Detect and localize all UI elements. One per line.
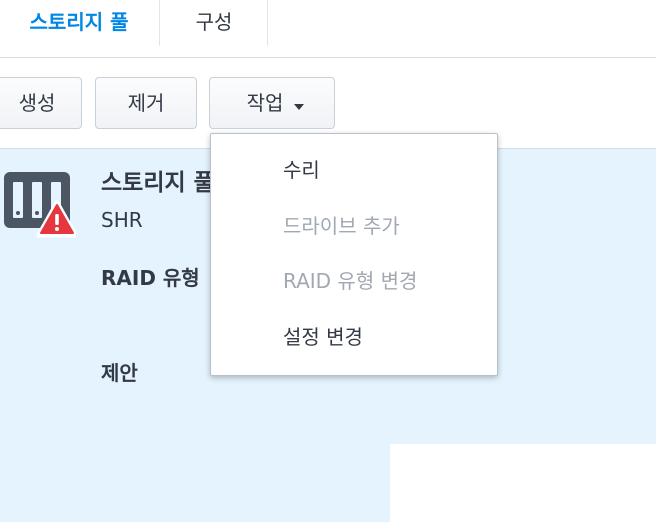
menu-item-change-settings[interactable]: 설정 변경 [283, 325, 363, 349]
create-button[interactable]: 생성 [0, 77, 82, 129]
content-area [390, 444, 656, 522]
tab-bar: 스토리지 풀 구성 [0, 0, 656, 58]
menu-item-repair[interactable]: 수리 [283, 158, 320, 182]
menu-item-add-drive[interactable]: 드라이브 추가 [283, 214, 400, 238]
pool-title: 스토리지 풀 [101, 170, 215, 196]
action-button-label: 작업 [246, 91, 284, 115]
menu-item-change-raid-type[interactable]: RAID 유형 변경 [283, 269, 418, 293]
remove-button[interactable]: 제거 [95, 77, 197, 129]
action-dropdown-menu: 수리 드라이브 추가 RAID 유형 변경 설정 변경 [210, 133, 498, 376]
caret-down-icon [294, 104, 304, 110]
tab-divider [159, 0, 160, 46]
action-button[interactable]: 작업 [209, 77, 335, 129]
tab-configuration[interactable]: 구성 [195, 10, 233, 34]
pool-type-value: SHR [101, 208, 143, 232]
tab-divider [267, 0, 268, 46]
storage-pool-warning-icon [4, 172, 76, 238]
tab-storage-pool[interactable]: 스토리지 풀 [29, 10, 129, 34]
suggestion-label: 제안 [101, 361, 138, 385]
tab-bar-divider [0, 57, 656, 58]
warning-icon [36, 200, 76, 238]
raid-type-label: RAID 유형 [101, 266, 200, 290]
